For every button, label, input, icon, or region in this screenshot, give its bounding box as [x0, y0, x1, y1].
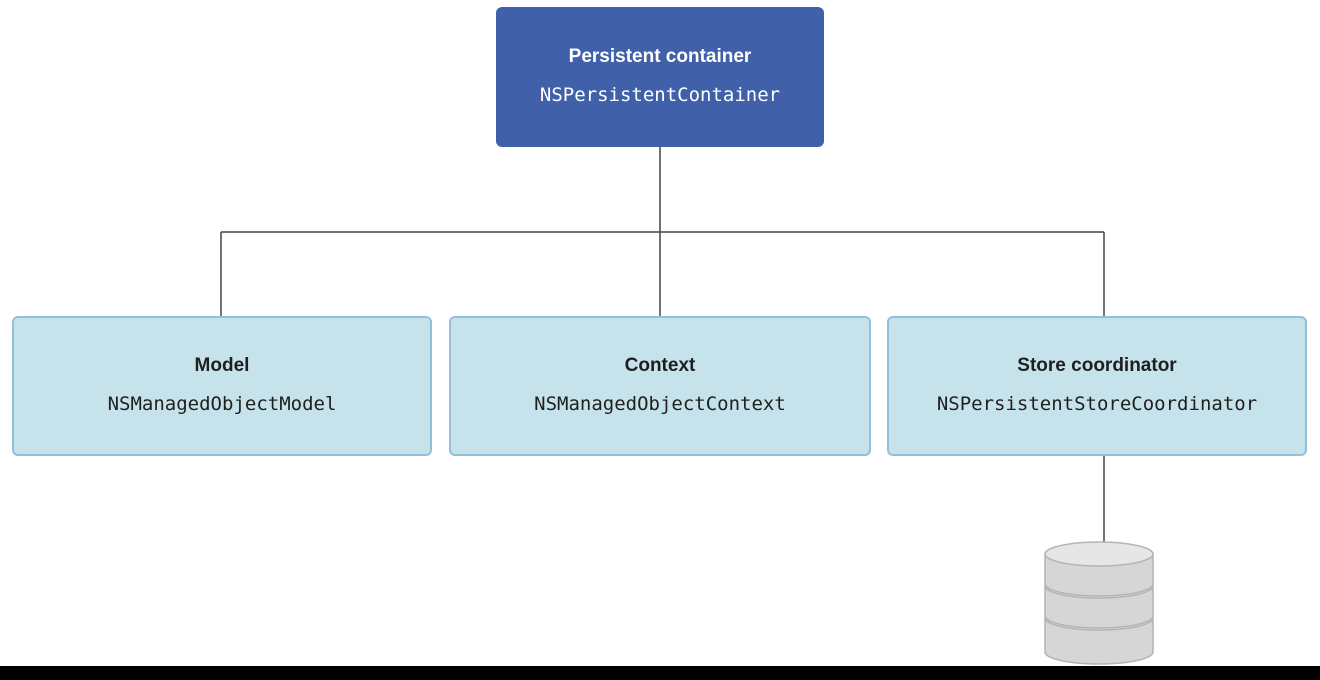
context-title: Context [624, 355, 696, 376]
database-icon [1044, 541, 1154, 665]
store-coordinator-node: Store coordinator NSPersistentStoreCoord… [887, 316, 1307, 456]
context-node: Context NSManagedObjectContext [449, 316, 871, 456]
persistent-container-class: NSPersistentContainer [539, 84, 781, 106]
store-coordinator-class: NSPersistentStoreCoordinator [936, 393, 1258, 415]
model-class: NSManagedObjectModel [107, 393, 337, 415]
bottom-black-bar [0, 666, 1320, 680]
store-coordinator-title: Store coordinator [1017, 355, 1177, 376]
model-title: Model [194, 355, 250, 376]
persistent-container-node: Persistent container NSPersistentContain… [496, 7, 824, 147]
model-node: Model NSManagedObjectModel [12, 316, 432, 456]
context-class: NSManagedObjectContext [534, 393, 786, 415]
persistent-container-title: Persistent container [568, 46, 752, 67]
